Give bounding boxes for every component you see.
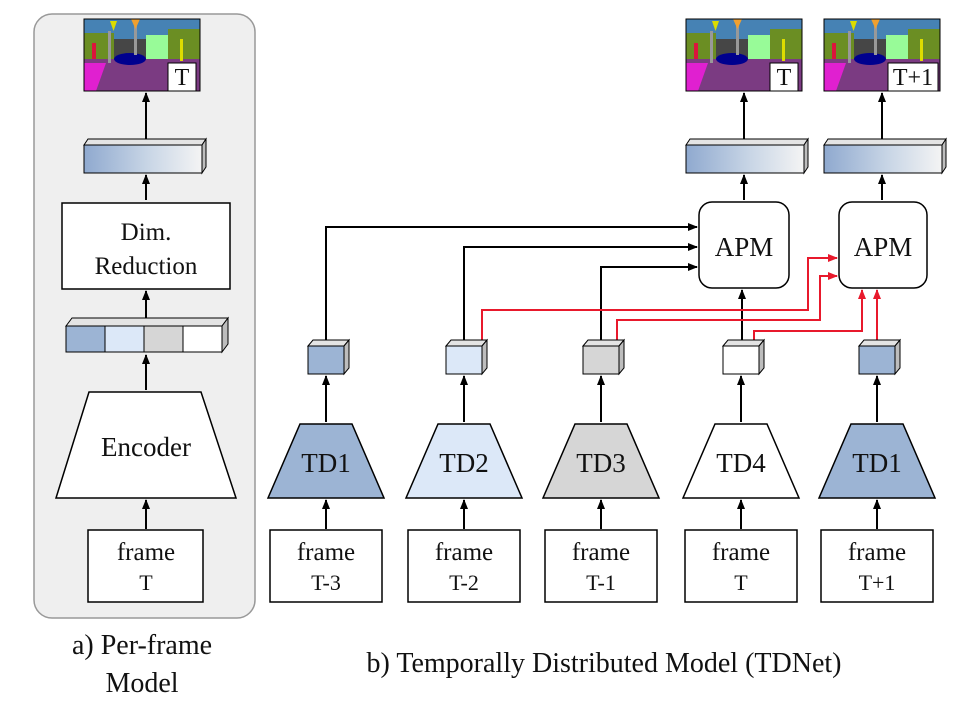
connection-td4-to-apm-t1 <box>753 289 866 342</box>
frame-label-line1: frame <box>435 539 493 566</box>
frame-label-line1: frame <box>848 539 906 566</box>
frame-box <box>544 529 658 603</box>
panel-a-caption-line1: a) Per-frame <box>72 630 212 661</box>
frame-label-line2: T-1 <box>586 570 616 595</box>
panel-b-output-t: T <box>685 18 803 92</box>
apm-label-t: APM <box>715 232 774 262</box>
panel-b-feature-t <box>685 137 809 175</box>
connection-td3-to-apm-t <box>600 263 698 340</box>
sub-feature-cube <box>581 338 626 376</box>
panel-a-encoder-label: Encoder <box>101 432 191 462</box>
panel-b-output-t1-label: T+1 <box>893 65 933 91</box>
panel-b-output-t-label: T <box>777 65 792 91</box>
panel-a-output-time-label: T <box>175 65 190 91</box>
frame-label-line2: T+1 <box>859 570 896 595</box>
panel-a-frame-box <box>87 529 204 603</box>
td-encoder-label: TD3 <box>576 448 626 478</box>
panel-b-output-t1: T+1 <box>823 18 941 92</box>
frame-label-line1: frame <box>712 539 770 566</box>
frame-box <box>684 529 798 603</box>
td-encoder <box>817 423 937 499</box>
frame-label-line2: T <box>734 570 748 595</box>
dim-reduction-box <box>61 202 231 290</box>
td-encoder-label: TD1 <box>301 448 351 478</box>
panel-a-background <box>33 13 256 619</box>
dim-reduction-label-line2: Reduction <box>95 253 198 280</box>
dim-reduction-label-line1: Dim. <box>121 219 172 246</box>
sub-feature-cube <box>721 338 766 376</box>
frame-box <box>820 529 934 603</box>
apm-label-t1: APM <box>854 232 913 262</box>
panel-b-feature-t1 <box>823 137 947 175</box>
apm-box-t1 <box>838 201 928 289</box>
panel-a-caption-line2: Model <box>105 668 178 699</box>
frame-label-line2: T-3 <box>311 570 341 595</box>
frame-box <box>407 529 521 603</box>
panel-a-output-segmentation: T <box>83 18 201 92</box>
frame-label-line2: T-2 <box>449 570 479 595</box>
td-encoder-label: TD4 <box>716 448 766 478</box>
frame-box <box>269 529 383 603</box>
panel-b-caption: b) Temporally Distributed Model (TDNet) <box>367 648 842 679</box>
panel-a-encoder <box>54 391 238 499</box>
sub-feature-cube <box>444 338 489 376</box>
td-encoder <box>681 423 801 499</box>
connection-td1-to-apm-t <box>325 223 698 340</box>
sub-feature-cube <box>857 338 902 376</box>
panel-a-frame-line2: T <box>139 570 153 595</box>
frame-label-line1: frame <box>297 539 355 566</box>
connection-td3-to-apm-t1 <box>616 272 838 342</box>
frame-label-line1: frame <box>572 539 630 566</box>
panel-a-reduced-feature <box>83 137 207 175</box>
panel-a-concat-feature <box>65 316 229 354</box>
panel-a-frame-line1: frame <box>117 539 175 566</box>
td-encoder <box>541 423 661 499</box>
connection-td2-to-apm-t <box>463 243 698 340</box>
td-encoder-label: TD1 <box>852 448 902 478</box>
td-encoder <box>404 423 524 499</box>
apm-box-t <box>698 201 790 289</box>
sub-feature-cube <box>306 338 351 376</box>
connection-td2-to-apm-t1 <box>481 254 838 342</box>
td-encoder-label: TD2 <box>439 448 489 478</box>
td-encoder <box>266 423 386 499</box>
